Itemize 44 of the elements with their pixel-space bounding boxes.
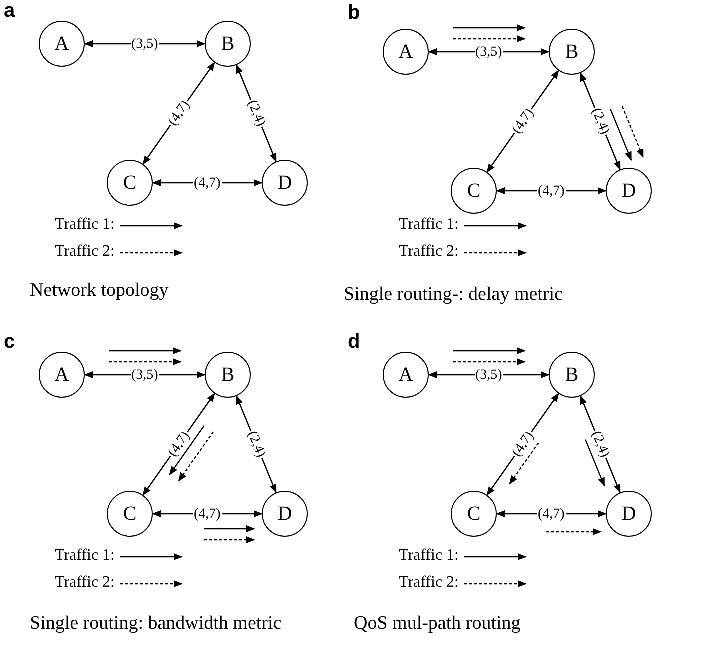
node-circle: B: [549, 352, 595, 398]
edge-label: (3,5): [130, 368, 160, 382]
legend-label: Traffic 1:: [399, 216, 459, 234]
edge-label: (4,7): [193, 506, 222, 522]
edge-label: (3,5): [130, 36, 160, 52]
node-circle: A: [39, 352, 85, 398]
node-circle: B: [549, 29, 595, 75]
node-circle: D: [606, 168, 652, 214]
node-circle: C: [107, 160, 153, 206]
panel-caption: Network topology: [30, 280, 169, 302]
panel-letter: c: [4, 331, 16, 354]
edge-label: (2,4): [244, 97, 269, 130]
panel-letter: b: [348, 2, 360, 25]
legend-label: Traffic 2:: [399, 243, 459, 261]
edge-label: (4,7): [537, 184, 566, 198]
node-circle: B: [205, 21, 251, 67]
legend-label: Traffic 2:: [55, 574, 115, 592]
legend-label: Traffic 1:: [399, 547, 459, 565]
node-circle: D: [606, 491, 652, 537]
node-circle: C: [451, 168, 497, 214]
node-circle: C: [107, 491, 153, 537]
panel-letter: a: [4, 0, 16, 23]
panel-caption: Single routing-: delay metric: [344, 284, 563, 306]
node-circle: A: [383, 29, 429, 75]
panel-caption: QoS mul-path routing: [354, 613, 521, 635]
edge-label: (2,4): [588, 428, 613, 461]
panel-caption: Single routing: bandwidth metric: [30, 613, 282, 635]
edge-label: (4,7): [193, 176, 222, 190]
edge-label: (3,5): [474, 368, 504, 382]
node-circle: C: [451, 491, 497, 537]
edge-label: (2,4): [588, 105, 613, 138]
node-circle: B: [205, 352, 251, 398]
legend-label: Traffic 2:: [55, 243, 115, 261]
node-circle: A: [39, 21, 85, 67]
legend-label: Traffic 1:: [55, 216, 115, 234]
edge-label: (4,7): [537, 506, 566, 522]
edge-label: (2,4): [244, 428, 269, 461]
panel-letter: d: [348, 331, 360, 354]
node-circle: D: [262, 491, 308, 537]
node-circle: A: [383, 352, 429, 398]
node-circle: D: [262, 160, 308, 206]
legend-label: Traffic 2:: [399, 574, 459, 592]
edge-label: (3,5): [474, 44, 504, 60]
legend-label: Traffic 1:: [55, 547, 115, 565]
